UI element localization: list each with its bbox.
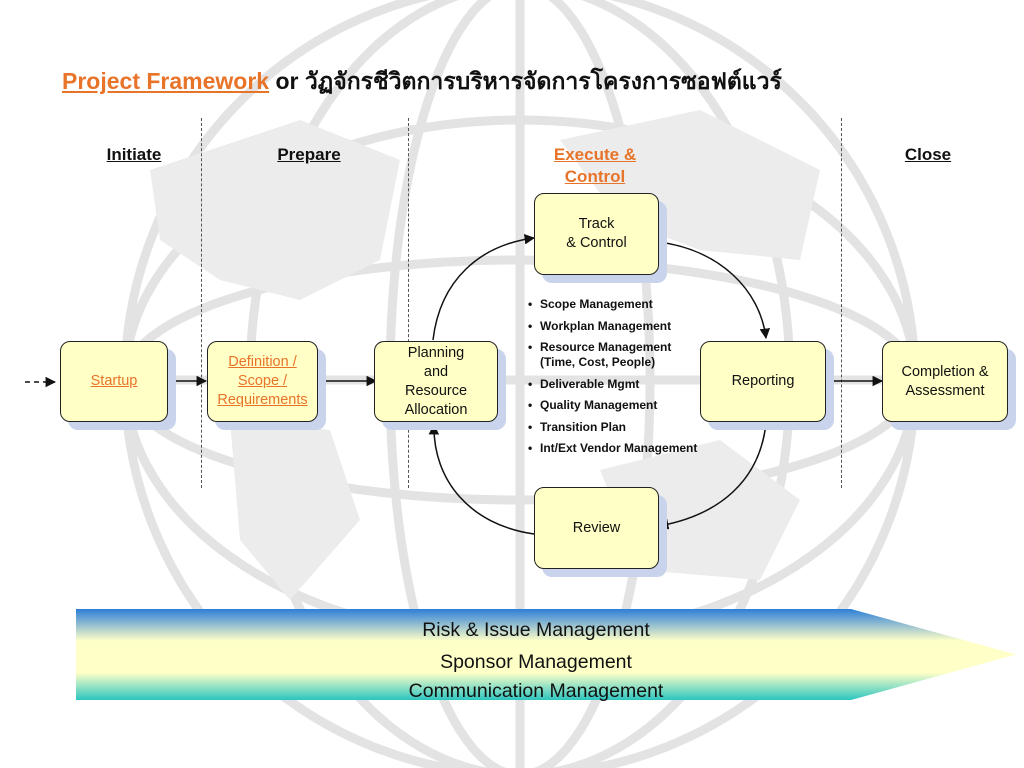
banner-communication: Communication Management — [408, 680, 664, 702]
execute-bullet-list: Scope Management Workplan Management Res… — [526, 297, 706, 463]
definition-box[interactable]: Definition / Scope / Requirements — [207, 341, 318, 422]
phase-close: Close — [904, 145, 952, 164]
phase-prepare: Prepare — [277, 145, 341, 164]
phase-execute-line2: Control — [564, 167, 626, 186]
phase-divider-1 — [201, 118, 202, 488]
planning-line2: and — [423, 363, 449, 380]
title-subtitle: or วัฏจักรชีวิตการบริหารจัดการโครงการซอฟ… — [269, 68, 782, 94]
completion-line1: Completion & — [901, 363, 989, 380]
bullet-item: Int/Ext Vendor Management — [526, 441, 706, 456]
startup-box[interactable]: Startup — [60, 341, 168, 422]
definition-link-line1[interactable]: Definition / — [228, 354, 297, 370]
review-box: Review — [534, 487, 659, 569]
bullet-item: Deliverable Mgmt — [526, 377, 706, 392]
bullet-item: Transition Plan — [526, 420, 706, 435]
track-line1: Track — [578, 216, 615, 232]
banner-sponsor: Sponsor Management — [440, 651, 632, 673]
management-banner — [76, 609, 1016, 700]
phase-execute-control: Execute & Control — [540, 144, 650, 188]
bullet-item: Resource Management (Time, Cost, People) — [526, 340, 706, 370]
bullet-item: Workplan Management — [526, 319, 706, 334]
track-control-box: Track & Control — [534, 193, 659, 275]
completion-line2: Assessment — [905, 382, 985, 399]
phase-divider-3 — [841, 118, 842, 488]
track-line2: & Control — [566, 235, 627, 251]
review-label: Review — [572, 519, 621, 536]
startup-link[interactable]: Startup — [90, 373, 138, 389]
planning-line4: Allocation — [404, 401, 468, 418]
definition-link-line2[interactable]: Scope / — [237, 373, 288, 389]
phase-divider-2 — [408, 118, 409, 488]
page-title: Project Framework or วัฏจักรชีวิตการบริห… — [62, 64, 782, 100]
bullet-item: Scope Management — [526, 297, 706, 312]
bullet-item: Quality Management — [526, 398, 706, 413]
banner-risk-issue: Risk & Issue Management — [422, 619, 650, 641]
planning-line1: Planning — [407, 344, 465, 361]
reporting-box: Reporting — [700, 341, 826, 422]
phase-initiate: Initiate — [106, 145, 162, 164]
phase-execute-line1: Execute & — [553, 145, 637, 164]
completion-box: Completion & Assessment — [882, 341, 1008, 422]
definition-link-line3[interactable]: Requirements — [217, 392, 308, 408]
planning-line3: Resource — [404, 382, 468, 399]
planning-box: Planning and Resource Allocation — [374, 341, 498, 422]
reporting-label: Reporting — [731, 373, 795, 389]
project-framework-link[interactable]: Project Framework — [62, 68, 270, 94]
